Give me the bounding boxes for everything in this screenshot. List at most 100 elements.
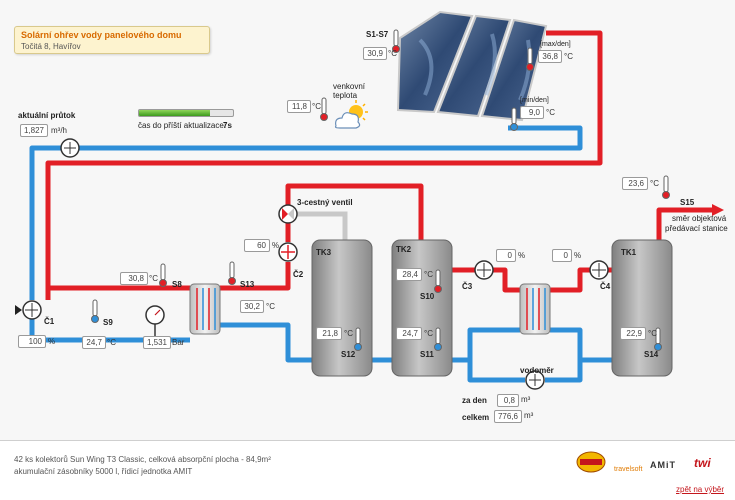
bypass-pipe bbox=[297, 211, 348, 240]
update-progress-fill bbox=[139, 110, 210, 116]
s9-unit: °C bbox=[107, 338, 116, 347]
heat-exchanger-2 bbox=[519, 283, 551, 335]
s12-unit: °C bbox=[344, 329, 353, 338]
s15-unit: °C bbox=[650, 179, 659, 188]
travelsoft-logo: travelsoft bbox=[614, 466, 643, 473]
flow-meter-icon bbox=[60, 138, 80, 158]
water-meter-total-unit: m³ bbox=[524, 411, 534, 420]
s14-value: 22,9 bbox=[620, 327, 646, 340]
s14-unit: °C bbox=[648, 329, 657, 338]
pump-c1-name: Č1 bbox=[44, 317, 55, 326]
s9-name: S9 bbox=[103, 318, 113, 327]
pump-c1-unit: % bbox=[48, 337, 56, 346]
footer: 42 ks kolektorů Sun Wing T3 Classic, cel… bbox=[0, 440, 735, 500]
collector-sensor-name: S1-S7 bbox=[366, 30, 389, 39]
pump-c2-unit: % bbox=[272, 241, 280, 250]
tank-tk1-label: TK1 bbox=[621, 248, 637, 257]
pump-c3-icon[interactable] bbox=[474, 260, 494, 280]
footer-line-2: akumulační zásobníky 5000 l, řídicí jedn… bbox=[14, 467, 193, 476]
s9-value: 24,7 bbox=[82, 336, 106, 349]
outdoor-label-2: teplota bbox=[333, 91, 358, 100]
pump-c4-name: Č4 bbox=[600, 282, 611, 291]
collector-temp-value: 30,9 bbox=[363, 47, 387, 60]
tank-tk1 bbox=[611, 239, 673, 377]
water-meter-day-value: 0,8 bbox=[497, 394, 519, 407]
pump-c2-name: Č2 bbox=[293, 270, 304, 279]
weather-sun-cloud-icon bbox=[334, 100, 368, 129]
flow-unit: m³/h bbox=[51, 126, 67, 135]
collector-min-label: [min/den] bbox=[520, 97, 549, 104]
update-progress-bar bbox=[138, 109, 234, 117]
footer-line-1: 42 ks kolektorů Sun Wing T3 Classic, cel… bbox=[14, 455, 271, 464]
s11-name: S11 bbox=[420, 350, 434, 359]
pressure-unit: Bar bbox=[172, 338, 185, 347]
water-meter-day-unit: m³ bbox=[521, 395, 531, 404]
s13-unit: °C bbox=[266, 302, 275, 311]
pump-c1-value: 100 bbox=[18, 335, 46, 348]
s14-name: S14 bbox=[644, 350, 659, 359]
water-meter-day-label: za den bbox=[462, 396, 487, 405]
collector-min-unit: °C bbox=[546, 108, 555, 117]
s12-value: 21,8 bbox=[316, 327, 342, 340]
tank-tk2-label: TK2 bbox=[396, 245, 412, 254]
water-meter-total-value: 776,6 bbox=[494, 410, 522, 423]
tank-tk3-label: TK3 bbox=[316, 248, 332, 257]
outdoor-temp-value: 11,8 bbox=[287, 100, 311, 113]
collector-max-value: 36,8 bbox=[538, 50, 562, 63]
pump-c4-value: 0 bbox=[552, 249, 572, 262]
collector-max-label: [max/den] bbox=[540, 41, 571, 48]
outlet-arrow-icon bbox=[712, 204, 724, 216]
three-way-valve-icon[interactable] bbox=[278, 204, 298, 224]
s10-value: 28,4 bbox=[396, 268, 422, 281]
heat-exchanger-1 bbox=[189, 283, 221, 335]
water-meter-total-label: celkem bbox=[462, 413, 490, 422]
pump-c3-unit: % bbox=[518, 251, 526, 260]
outlet-label-1: směr objektová bbox=[672, 214, 727, 223]
twi-logo: twi bbox=[694, 456, 711, 470]
s11-unit: °C bbox=[424, 329, 433, 338]
pump-c1-icon[interactable] bbox=[15, 300, 42, 320]
thermometer-icons bbox=[91, 29, 670, 351]
s15-value: 23,6 bbox=[622, 177, 648, 190]
badge-logo bbox=[576, 451, 606, 473]
pump-c3-name: Č3 bbox=[462, 282, 473, 291]
s13-value: 30,2 bbox=[240, 300, 264, 313]
s10-name: S10 bbox=[420, 292, 435, 301]
title-box: Solární ohřev vody panelového domu Točit… bbox=[14, 26, 210, 54]
s15-name: S15 bbox=[680, 198, 695, 207]
pump-c2-value: 60 bbox=[244, 239, 270, 252]
pressure-gauge-icon bbox=[145, 305, 165, 340]
page-title: Solární ohřev vody panelového domu bbox=[21, 30, 182, 40]
collector-temp-unit: °C bbox=[388, 49, 397, 58]
pump-c4-unit: % bbox=[574, 251, 582, 260]
update-value: 7s bbox=[223, 121, 232, 130]
collector-max-unit: °C bbox=[564, 52, 573, 61]
back-link[interactable]: zpět na výběr bbox=[676, 485, 725, 494]
pump-c3-value: 0 bbox=[496, 249, 516, 262]
pump-c2-icon[interactable] bbox=[278, 242, 298, 262]
outlet-label-2: předávací stanice bbox=[665, 224, 728, 233]
s10-unit: °C bbox=[424, 270, 433, 279]
flow-value: 1,827 bbox=[20, 124, 48, 137]
s11-value: 24,7 bbox=[396, 327, 422, 340]
s8-unit: °C bbox=[149, 274, 158, 283]
collector-min-value: 9,0 bbox=[520, 106, 544, 119]
water-meter-icon bbox=[525, 370, 545, 390]
s8-value: 30,8 bbox=[120, 272, 148, 285]
update-label: čas do příští aktualizace: bbox=[138, 121, 227, 130]
flow-label: aktuální průtok bbox=[18, 111, 76, 120]
s12-name: S12 bbox=[341, 350, 356, 359]
amit-logo: AMiT bbox=[650, 460, 676, 470]
s8-name: S8 bbox=[172, 280, 182, 289]
pump-c4-icon[interactable] bbox=[589, 260, 609, 280]
s13-name: S13 bbox=[240, 280, 255, 289]
valve-label: 3-cestný ventil bbox=[297, 198, 353, 207]
water-meter-label: vodoměr bbox=[520, 366, 554, 375]
page-address: Točitá 8, Havířov bbox=[21, 42, 81, 51]
hot-pipes bbox=[45, 30, 712, 300]
outdoor-temp-unit: °C bbox=[312, 102, 321, 111]
outdoor-label-1: venkovní bbox=[333, 82, 366, 91]
cold-pipes bbox=[29, 125, 612, 383]
